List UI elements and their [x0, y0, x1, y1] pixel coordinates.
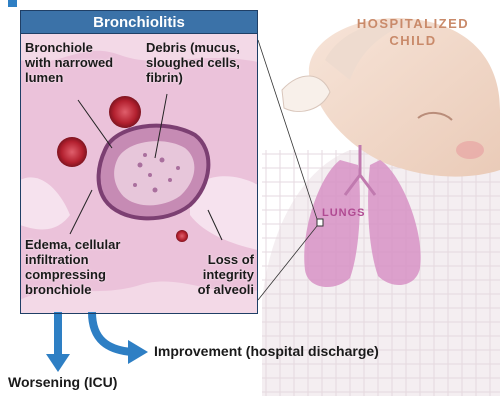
label-line: Bronchiole — [25, 40, 113, 55]
label-alveoli: Loss of integrity of alveoli — [192, 252, 254, 297]
label-line: compressing — [25, 267, 120, 282]
blood-vessel-3 — [176, 230, 188, 242]
label-line: sloughed cells, — [146, 55, 240, 70]
label-line: infiltration — [25, 252, 120, 267]
label-line: with narrowed — [25, 55, 113, 70]
label-line: CHILD — [338, 32, 488, 49]
label-line: fibrin) — [146, 70, 240, 85]
cheek — [456, 141, 484, 159]
worsening-arrow-head — [46, 354, 70, 372]
hospitalized-child-label: HOSPITALIZED CHILD — [338, 15, 488, 49]
improvement-arrow-head — [128, 340, 148, 364]
zoom-marker — [317, 219, 323, 226]
label-line: HOSPITALIZED — [338, 15, 488, 32]
label-line: of alveoli — [192, 282, 254, 297]
label-line: bronchiole — [25, 282, 120, 297]
label-edema: Edema, cellular infiltration compressing… — [25, 237, 120, 297]
label-line: lumen — [25, 70, 113, 85]
label-line: integrity — [192, 267, 254, 282]
improvement-arrow-shaft — [92, 312, 132, 352]
label-line: Loss of — [192, 252, 254, 267]
incoming-arrow — [8, 0, 17, 7]
improvement-label: Improvement (hospital discharge) — [154, 343, 379, 359]
label-line: Debris (mucus, — [146, 40, 240, 55]
label-bronchiole: Bronchiole with narrowed lumen — [25, 40, 113, 85]
blood-vessel-2 — [57, 137, 87, 167]
label-line: Edema, cellular — [25, 237, 120, 252]
child-illustration — [258, 18, 500, 396]
label-debris: Debris (mucus, sloughed cells, fibrin) — [146, 40, 240, 85]
worsening-label: Worsening (ICU) — [8, 374, 117, 390]
lungs-label: LUNGS — [322, 207, 366, 219]
blood-vessel-1 — [109, 96, 141, 128]
panel-title: Bronchiolitis — [20, 10, 258, 34]
